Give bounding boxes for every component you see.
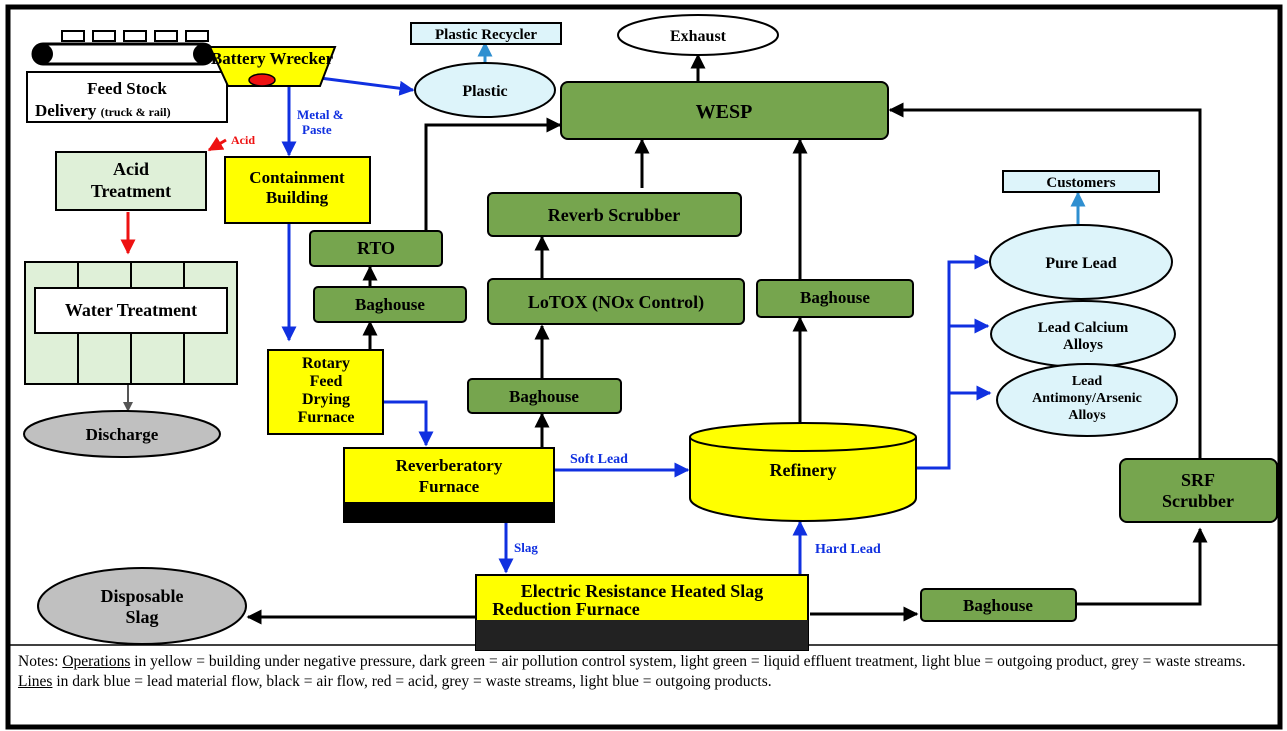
exhaust-node: Exhaust [617, 14, 779, 56]
svg-text:Electric Resistance Heated Sla: Electric Resistance Heated Slag [521, 581, 763, 601]
wrecker-valve-icon [248, 73, 276, 87]
lines-word: Lines [18, 673, 53, 690]
svg-text:Rotary: Rotary [302, 355, 350, 372]
feed-stock-node: Feed Stock Delivery (truck & rail) [26, 71, 228, 123]
svg-text:Plastic Recycler: Plastic Recycler [435, 27, 537, 43]
svg-text:Disposable: Disposable [100, 586, 183, 606]
rotary-to-reverberatory-arrow [384, 400, 434, 447]
svg-text:Discharge: Discharge [86, 425, 159, 444]
svg-text:Feed Stock: Feed Stock [87, 79, 167, 98]
battery-wrecker-node: Battery Wrecker [208, 46, 337, 87]
svg-text:Delivery (truck & rail): Delivery (truck & rail) [35, 101, 171, 120]
rto-to-wesp-arrow [424, 117, 562, 230]
electric-slag-reduction-furnace-node: Electric Resistance Heated Slag Reductio… [475, 574, 809, 651]
svg-text:LoTOX (NOx Control): LoTOX (NOx Control) [528, 292, 704, 313]
conveyor-icon [31, 30, 215, 66]
slag-label: Slag [514, 540, 538, 555]
reverberatory-furnace-node: Reverberatory Furnace [343, 447, 555, 523]
baghouse-to-srf-arrow [1077, 527, 1208, 606]
acid-treatment-node: Acid Treatment [55, 151, 207, 211]
svg-text:SRF: SRF [1181, 470, 1215, 490]
operations-word: Operations [62, 653, 131, 670]
svg-text:Battery Wrecker: Battery Wrecker [211, 49, 334, 68]
pure-lead-node: Pure Lead [989, 224, 1173, 300]
notes-caption: Notes: Operations in yellow = building u… [18, 652, 1278, 692]
lotox-node: LoTOX (NOx Control) [487, 278, 745, 325]
svg-text:WESP: WESP [696, 101, 753, 123]
svg-text:Baghouse: Baghouse [355, 295, 425, 314]
svg-text:Refinery: Refinery [770, 460, 837, 480]
acid-arrow [207, 136, 227, 152]
svg-text:Alloys: Alloys [1068, 408, 1106, 423]
svg-text:Treatment: Treatment [91, 181, 171, 201]
svg-text:Reverberatory: Reverberatory [396, 456, 503, 475]
acid-flow-label: Acid [231, 133, 255, 147]
soft-lead-label: Soft Lead [570, 452, 628, 467]
refinery-to-pure-lead-arrow [917, 254, 990, 470]
svg-text:Lead: Lead [1072, 374, 1103, 389]
svg-text:Pure Lead: Pure Lead [1045, 255, 1116, 272]
svg-text:Reduction Furnace: Reduction Furnace [492, 599, 640, 619]
customers-node: Customers [1002, 170, 1160, 193]
plastic-node: Plastic [414, 62, 556, 118]
rotary-feed-drying-furnace-node: Rotary Feed Drying Furnace [267, 349, 384, 435]
svg-text:Feed: Feed [310, 373, 343, 390]
baghouse-reverb-node: Baghouse [467, 378, 622, 414]
metal-paste-label-line1: Metal & [297, 107, 344, 122]
svg-text:Furnace: Furnace [419, 477, 480, 496]
svg-text:Scrubber: Scrubber [1162, 491, 1234, 511]
notes-prefix: Notes: [18, 653, 59, 670]
svg-text:Antimony/Arsenic: Antimony/Arsenic [1032, 391, 1142, 406]
svg-text:Reverb Scrubber: Reverb Scrubber [548, 205, 680, 225]
svg-text:Building: Building [266, 188, 329, 207]
svg-text:Slag: Slag [125, 607, 158, 627]
svg-text:Furnace: Furnace [298, 409, 355, 426]
svg-text:Lead Calcium: Lead Calcium [1038, 320, 1129, 336]
baghouse-rto-node: Baghouse [313, 286, 467, 323]
svg-text:Customers: Customers [1046, 175, 1115, 191]
baghouse-electric-node: Baghouse [920, 588, 1077, 622]
wrecker-to-plastic-arrow [319, 76, 415, 96]
svg-text:Acid: Acid [113, 159, 149, 179]
connectors [120, 41, 1208, 625]
discharge-node: Discharge [23, 410, 221, 458]
operations-text: in yellow = building under negative pres… [134, 653, 1246, 670]
svg-text:Water Treatment: Water Treatment [65, 300, 197, 320]
hard-lead-label: Hard Lead [815, 542, 881, 557]
containment-building-node: Containment Building [224, 156, 371, 224]
svg-text:Plastic: Plastic [462, 83, 507, 100]
plastic-recycler-node: Plastic Recycler [410, 22, 562, 45]
rto-node: RTO [309, 230, 443, 267]
svg-text:Exhaust: Exhaust [670, 28, 727, 45]
disposable-slag-node: Disposable Slag [37, 567, 247, 645]
wesp-node: WESP [560, 81, 889, 140]
metal-paste-label-line2: Paste [302, 122, 332, 137]
svg-text:Alloys: Alloys [1063, 337, 1103, 353]
lead-antimony-arsenic-alloys-node: Lead Antimony/Arsenic Alloys [996, 363, 1178, 437]
svg-text:RTO: RTO [357, 238, 395, 258]
outer-border [5, 4, 1283, 730]
water-treatment-node: Water Treatment [24, 261, 238, 385]
baghouse-refinery-node: Baghouse [756, 279, 914, 318]
lead-calcium-alloys-node: Lead Calcium Alloys [990, 300, 1176, 368]
srf-scrubber-node: SRF Scrubber [1119, 458, 1278, 523]
svg-text:Baghouse: Baghouse [963, 596, 1033, 615]
reverb-scrubber-node: Reverb Scrubber [487, 192, 742, 237]
lines-text: in dark blue = lead material flow, black… [56, 673, 772, 690]
svg-text:Drying: Drying [302, 391, 350, 408]
svg-text:Baghouse: Baghouse [800, 288, 870, 307]
srf-to-wesp-arrow [888, 102, 1202, 459]
svg-text:Containment: Containment [249, 168, 345, 187]
refinery-node: Refinery [689, 422, 917, 522]
svg-text:Baghouse: Baghouse [509, 387, 579, 406]
